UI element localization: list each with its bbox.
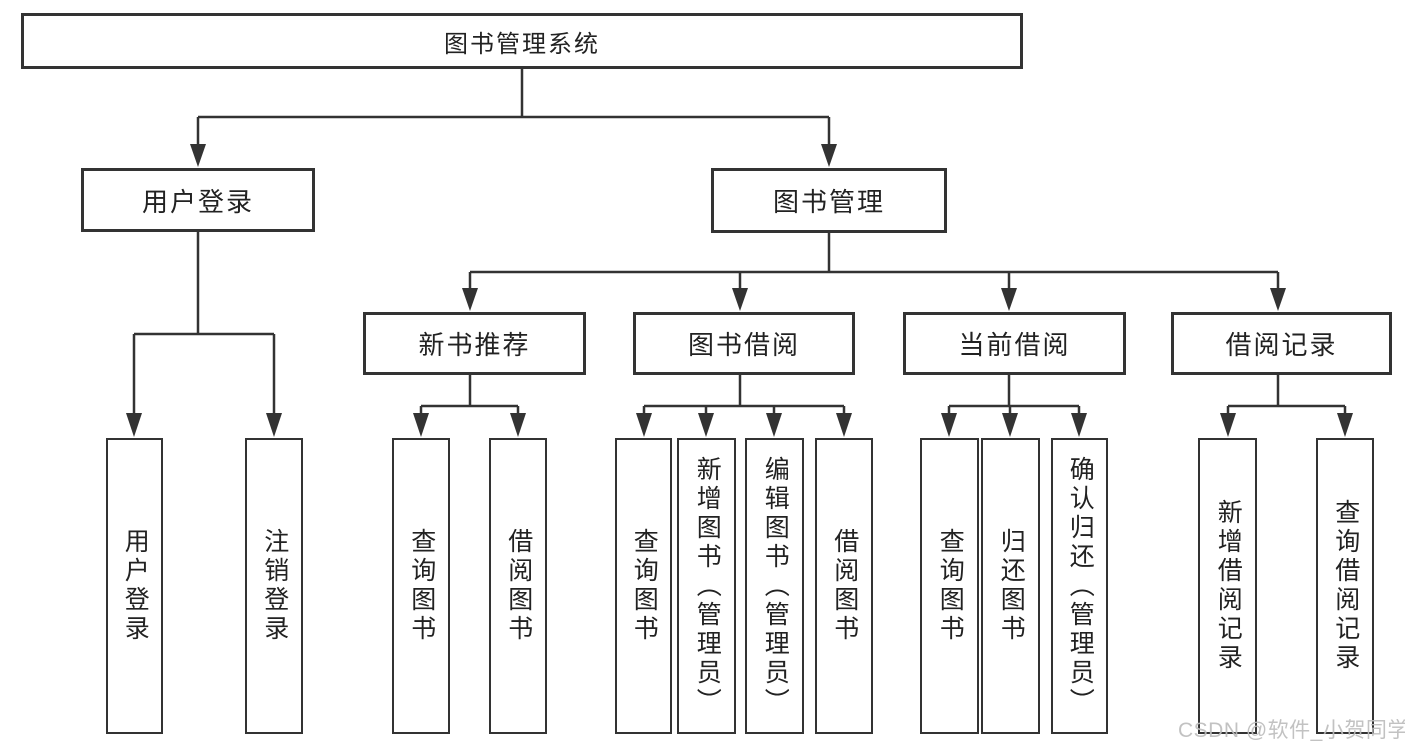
node-book-borrowing: 图书借阅 [633,312,855,375]
node-new-book-recommend: 新书推荐 [363,312,586,375]
leaf-query-books-recommend: 查询图书 [392,438,450,734]
leaf-borrow-books-recommend-label: 借阅图书 [504,528,533,644]
leaf-query-books-current: 查询图书 [920,438,979,734]
node-book-borrowing-label: 图书借阅 [687,330,800,360]
leaf-confirm-return-admin: 确认归还（管理员） [1051,438,1108,734]
node-new-book-recommend-label: 新书推荐 [418,330,531,360]
leaf-query-books-current-label: 查询图书 [936,528,965,644]
csdn-watermark: CSDN @软件_小贺同学 [1178,719,1405,742]
arrowheads [126,144,1353,437]
node-book-management: 图书管理 [711,168,947,233]
leaf-confirm-return-admin-label: 确认归还（管理员） [1066,455,1095,717]
leaf-query-borrow-record: 查询借阅记录 [1316,438,1374,734]
leaf-query-books-recommend-label: 查询图书 [407,528,436,644]
leaf-borrow-books-borrowing: 借阅图书 [815,438,873,734]
node-current-borrowing-label: 当前借阅 [958,330,1071,360]
leaf-user-login: 用户登录 [106,438,163,734]
node-library-system: 图书管理系统 [21,13,1023,69]
leaf-edit-books-admin: 编辑图书（管理员） [745,438,804,734]
leaf-return-books: 归还图书 [981,438,1040,734]
leaf-return-books-label: 归还图书 [997,528,1026,644]
leaf-borrow-books-borrowing-label: 借阅图书 [830,528,859,644]
leaf-add-books-admin: 新增图书（管理员） [677,438,736,734]
leaf-logout-label: 注销登录 [260,528,289,644]
leaf-logout: 注销登录 [245,438,303,734]
node-borrowing-records: 借阅记录 [1171,312,1392,375]
node-borrowing-records-label: 借阅记录 [1225,330,1338,360]
leaf-add-borrow-record-label: 新增借阅记录 [1214,499,1243,673]
leaf-edit-books-admin-label: 编辑图书（管理员） [761,455,790,717]
leaf-query-books-borrowing-label: 查询图书 [630,528,659,644]
leaf-add-books-admin-label: 新增图书（管理员） [693,455,722,717]
node-book-management-label: 图书管理 [772,187,885,217]
leaf-add-borrow-record: 新增借阅记录 [1198,438,1257,734]
leaf-user-login-label: 用户登录 [121,528,150,644]
node-library-system-label: 图书管理系统 [444,30,600,58]
leaf-borrow-books-recommend: 借阅图书 [489,438,547,734]
node-user-login-label: 用户登录 [141,186,254,217]
node-user-login: 用户登录 [81,168,315,232]
node-current-borrowing: 当前借阅 [903,312,1126,375]
leaf-query-books-borrowing: 查询图书 [615,438,672,734]
leaf-query-borrow-record-label: 查询借阅记录 [1331,499,1360,673]
